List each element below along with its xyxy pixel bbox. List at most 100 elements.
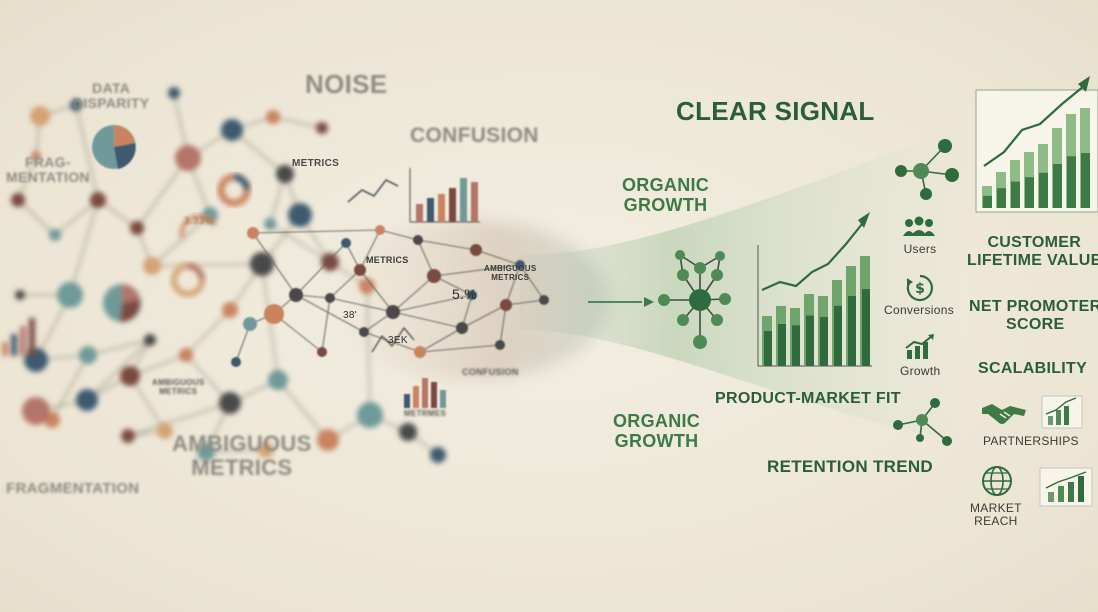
fragmentation-split-label: FRAG-MENTATION <box>6 154 90 186</box>
noise-far-node <box>399 423 417 441</box>
noise-mid-edge <box>505 264 521 306</box>
signal-hub-node <box>694 262 706 274</box>
noise-mid-node <box>341 238 351 248</box>
noise-far-edge <box>97 199 138 229</box>
signal-hub-node <box>689 289 711 311</box>
noise-bar <box>20 326 26 356</box>
ltv-bar-inner <box>983 195 992 208</box>
ltv-bar-inner <box>1039 172 1048 208</box>
noise-mid-edge <box>363 331 421 353</box>
noise-far-edge <box>69 199 99 296</box>
noise-far-node <box>90 192 106 208</box>
noise-mid-edge <box>321 297 331 353</box>
noise-far-edge <box>231 129 286 175</box>
noise-mid-edge <box>329 297 394 313</box>
noise-line-small <box>371 326 415 353</box>
noise-mid-node <box>243 317 257 331</box>
noise-far-edge <box>87 339 151 356</box>
mini-network-top-nodes <box>895 139 959 200</box>
signal-hub-node <box>677 269 689 281</box>
noise-mid-node <box>467 290 477 300</box>
noise-mid-edge <box>419 344 501 353</box>
chart-customer-ltv <box>975 76 1098 213</box>
noise-mid-edge <box>505 299 545 306</box>
noise-far-node <box>288 203 312 227</box>
noise-far-node <box>266 110 280 124</box>
chart-market-reach-small <box>1039 467 1093 507</box>
noise-mid-edge <box>252 232 297 296</box>
noise-bar <box>422 378 428 408</box>
noise-mid-node <box>427 269 441 283</box>
noise-mid-edge <box>392 311 463 329</box>
noise-bar <box>416 204 423 222</box>
noise-mid-node <box>386 305 400 319</box>
noise-mid-node <box>354 264 366 276</box>
noise-title: NOISE <box>305 69 388 99</box>
noise-far-edge <box>277 379 329 441</box>
noise-mid-node <box>375 225 385 235</box>
ltv-bar-inner <box>1053 164 1062 208</box>
growth-label: Growth <box>900 364 941 378</box>
noise-bar <box>11 334 17 356</box>
noise-far-node <box>221 119 243 141</box>
noise-bar <box>471 182 478 222</box>
noise-far-node <box>316 122 328 134</box>
noise-far-edge <box>86 339 151 401</box>
organic-bar-inner <box>820 317 828 366</box>
noise-far-node <box>258 442 274 458</box>
noise-bar-chart-confusion <box>409 168 480 223</box>
noise-mid-node <box>539 295 549 305</box>
noise-mid-edge <box>433 275 473 296</box>
noise-far-edge <box>205 449 267 453</box>
noise-bar <box>438 194 445 222</box>
noise-mid-node <box>289 288 303 302</box>
noise-mid-edge <box>379 229 419 241</box>
noise-mid-edge <box>359 229 381 271</box>
noise-far-node <box>179 348 193 362</box>
noise-bar <box>431 382 437 408</box>
noise-far-node <box>15 290 25 300</box>
signal-hub-node <box>715 251 725 261</box>
noise-far-edge <box>151 263 263 267</box>
noise-mid-node <box>456 322 468 334</box>
noise-far-node <box>120 366 140 386</box>
noise-far-edge <box>136 157 189 229</box>
noise-bar <box>440 390 446 408</box>
noise-far-node <box>321 253 339 271</box>
noise-far-node <box>49 229 61 241</box>
noise-bar <box>29 318 35 356</box>
noise-mid-edge <box>273 313 323 353</box>
noise-far-edge <box>129 375 166 432</box>
retention-trend-label: RETENTION TREND <box>767 457 933 476</box>
noise-far-node <box>359 278 375 294</box>
noise-far-edge <box>366 285 371 416</box>
noise-far-node <box>144 334 156 346</box>
globe-icon <box>980 464 1014 498</box>
partnerships-label: PARTNERSHIPS <box>983 434 1079 448</box>
organic-bar-inner <box>778 324 786 366</box>
signal-hub-node <box>677 314 689 326</box>
noise-far-edge <box>54 199 99 236</box>
noise-far-node <box>197 443 215 461</box>
noise-bar <box>404 394 410 408</box>
organic-bar-inner <box>848 296 856 366</box>
noise-far-edge <box>127 402 231 437</box>
noise-far-edge <box>51 354 89 421</box>
inner-number-tag: 38' <box>343 310 357 321</box>
noise-far-node <box>264 218 276 230</box>
noise-far-edge <box>17 155 37 201</box>
noise-far-node <box>250 252 274 276</box>
noise-mid-edge <box>417 239 477 251</box>
signal-hub-node <box>711 314 723 326</box>
organic-bar-inner <box>764 331 772 366</box>
noise-far-node <box>222 302 238 318</box>
noise-far-node <box>276 165 294 183</box>
scalability-label: SCALABILITY <box>978 360 1088 377</box>
ltv-bar-inner <box>1067 156 1076 208</box>
noise-bar <box>427 198 434 222</box>
noise-far-edge <box>185 309 231 356</box>
noise-mid-node <box>359 327 369 337</box>
noise-pie-2 <box>103 284 141 323</box>
svg-text:$: $ <box>915 281 925 297</box>
